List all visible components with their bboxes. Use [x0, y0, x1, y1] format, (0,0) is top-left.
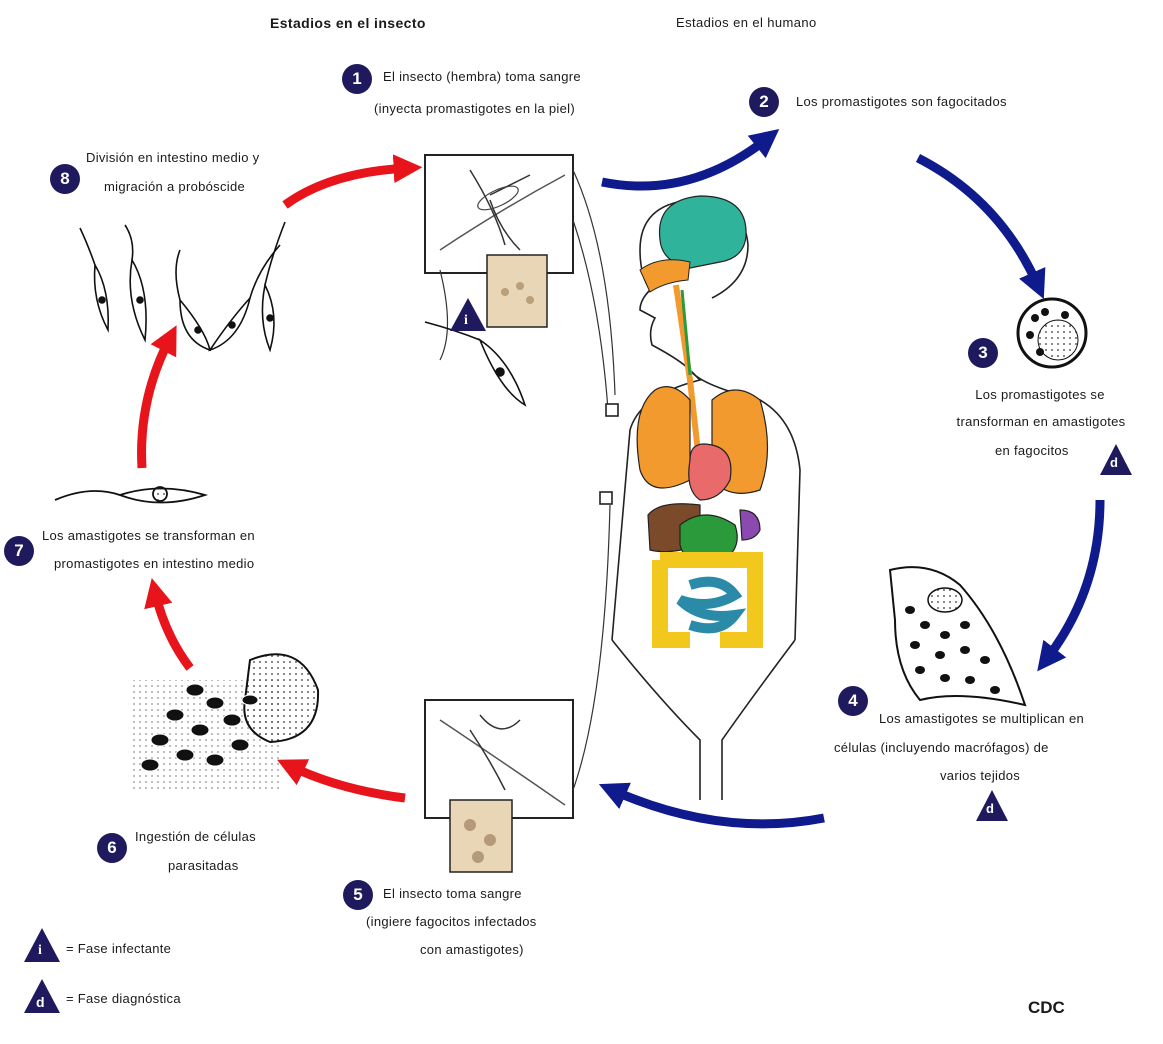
step-5-line-2: (ingiere fagocitos infectados [366, 911, 537, 933]
heart [689, 444, 731, 500]
arrow-4-to-5 [612, 790, 824, 824]
legend-diagnostic-label: = Fase diagnóstica [66, 988, 181, 1010]
arrow-2-to-3 [918, 158, 1038, 286]
step-1-line-1: El insecto (hembra) toma sangre [383, 66, 581, 88]
legend-infective-label: = Fase infectante [66, 938, 171, 960]
step-3-line-2: transforman en amastigotes [926, 411, 1156, 433]
arrow-6-to-7 [155, 592, 190, 668]
dividing-promastigotes [80, 222, 285, 350]
step-7-number: 7 [4, 536, 34, 566]
elongating-promastigote [55, 487, 205, 503]
header-insect-stages: Estadios en el insecto [270, 15, 426, 31]
source-credit: CDC [1028, 998, 1065, 1018]
left-lung [637, 387, 690, 488]
phagocyte-with-amastigotes [1018, 299, 1086, 367]
step-4-diagnostic-symbol: d [986, 801, 994, 816]
nasal-passage [640, 260, 690, 292]
macrophage-with-amastigotes [890, 567, 1025, 705]
step-3-line-1: Los promastigotes se [930, 384, 1150, 406]
step-4-number: 4 [838, 686, 868, 716]
step-4-line-3: varios tejidos [940, 765, 1020, 787]
step-5-line-1: El insecto toma sangre [383, 883, 522, 905]
step-1-line-2: (inyecta promastigotes en la piel) [374, 98, 575, 120]
arrow-8-to-1 [285, 168, 408, 205]
step-7-line-2: promastigotes en intestino medio [54, 553, 254, 575]
step-3-number: 3 [968, 338, 998, 368]
arrow-1-to-2 [602, 138, 768, 186]
step-2-line-1: Los promastigotes son fagocitados [796, 91, 1007, 113]
small-intestine [680, 582, 735, 629]
step-1-number: 1 [342, 64, 372, 94]
arrow-5-to-6 [290, 766, 405, 798]
step-3-diagnostic-symbol: d [1110, 455, 1118, 470]
promastigote-free [425, 322, 525, 405]
step-4-line-1: Los amastigotes se multiplican en [879, 708, 1084, 730]
arrow-3-to-4 [1046, 500, 1100, 660]
step-5-line-3: con amastigotes) [420, 939, 524, 961]
step-6-number: 6 [97, 833, 127, 863]
brain [660, 196, 747, 268]
step-4-line-2: células (incluyendo macrófagos) de [834, 737, 1049, 759]
step-8-line-1: División en intestino medio y [86, 147, 259, 169]
header-human-stages: Estadios en el humano [676, 15, 817, 30]
step-7-line-1: Los amastigotes se transforman en [42, 525, 255, 547]
step-6-line-1: Ingestión de células [135, 826, 256, 848]
sandfly-feeding-panel-top [425, 155, 615, 410]
step-2-number: 2 [749, 87, 779, 117]
step-8-number: 8 [50, 164, 80, 194]
arrow-7-to-8 [142, 338, 170, 468]
legend-diagnostic-symbol: d [36, 994, 45, 1010]
infective-stage-badge [450, 298, 486, 331]
spleen [740, 510, 760, 540]
step-3-line-3: en fagocitos [995, 440, 1069, 462]
sandfly-feeding-panel-bottom [425, 505, 610, 872]
legend-infective-triangle [24, 928, 60, 962]
infective-stage-symbol: i [464, 313, 468, 329]
step-8-line-2: migración a probóscide [104, 176, 245, 198]
legend-infective-symbol: i [38, 943, 42, 959]
step-6-line-2: parasitadas [168, 855, 239, 877]
step-5-number: 5 [343, 880, 373, 910]
